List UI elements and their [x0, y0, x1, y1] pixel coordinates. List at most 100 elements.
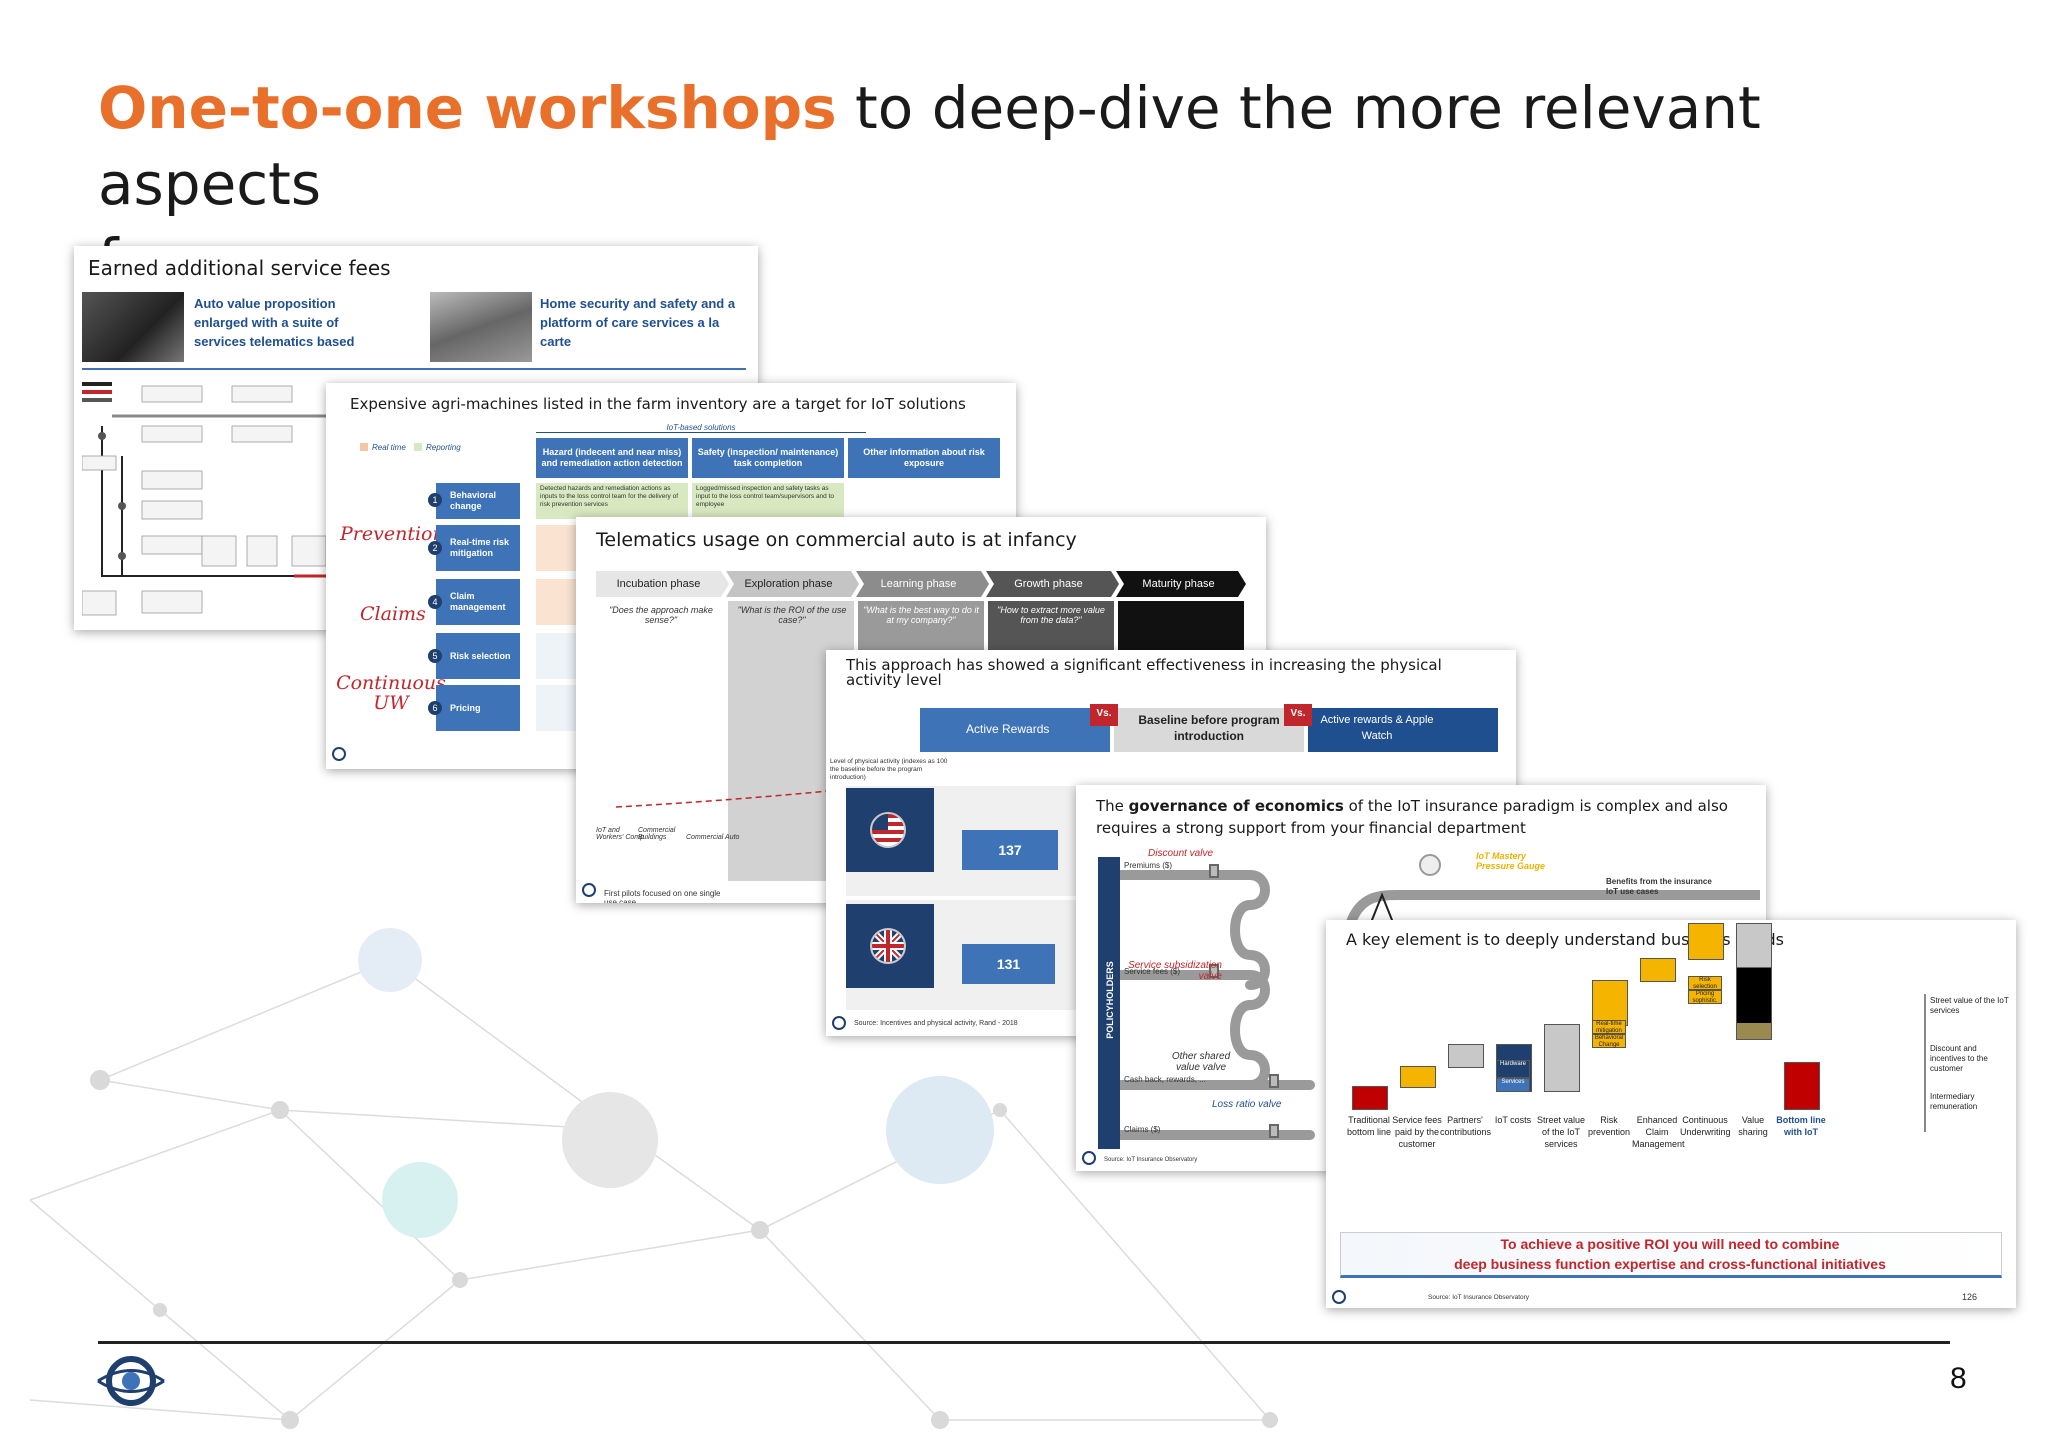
bar-us-label: 137: [998, 842, 1022, 858]
tab-baseline-bg: [1114, 708, 1304, 752]
waterfall-bar: [1736, 923, 1772, 1040]
slide6-title: A key element is to deeply understand bu…: [1346, 930, 1784, 949]
conclusion-line1: To achieve a positive ROI you will need …: [1500, 1236, 1840, 1252]
flow-service-fees: Service fees ($): [1124, 967, 1181, 976]
row-num-1: 1: [428, 493, 442, 507]
waterfall-category-label: Value sharing: [1738, 1115, 1768, 1137]
legend-realtime: Real time: [372, 443, 406, 452]
slide3-title: Telematics usage on commercial auto is a…: [596, 529, 1077, 551]
benefits-label: Benefits from the insurance IoT use case…: [1606, 877, 1712, 896]
us-flag-icon: [870, 812, 906, 848]
page-number: 8: [1950, 1362, 1967, 1395]
row-num-4: 4: [428, 595, 442, 609]
tab-active-rewards: Active Rewards: [966, 722, 1050, 736]
observatory-logo-small: [832, 1016, 846, 1030]
header-safety: Safety (inspection/ maintenance) task co…: [692, 438, 844, 478]
slide1-right-caption: Home security and safety and a platform …: [540, 296, 736, 349]
waterfall-bar: [1400, 1066, 1436, 1088]
bar-uk: 131: [962, 944, 1055, 984]
cell-safety-behavioral: Logged/missed inspection and safety task…: [696, 485, 835, 508]
slide5-source: Source: IoT Insurance Observatory: [1104, 1157, 1198, 1163]
divider: [82, 368, 746, 370]
legend-reporting: Reporting: [426, 443, 461, 452]
label-hardware: Hardware: [1496, 1060, 1530, 1078]
tab-apple-watch: Active rewards & Apple Watch: [1320, 714, 1434, 742]
waterfall-category-label: Continuous Underwriting: [1680, 1115, 1731, 1137]
header-hazard: Hazard (indecent and near miss) and reme…: [536, 438, 688, 478]
waterfall-category-label: Enhanced Claim Management: [1632, 1115, 1685, 1149]
group-continuous-uw: Continuous UW: [336, 672, 446, 714]
slide4-title: This approach has showed a significant e…: [846, 656, 1442, 689]
legend-street-value: Street value of the IoT services: [1930, 996, 2009, 1015]
conclusion-box: [1340, 1232, 2002, 1278]
slide-thumbnail-business-needs: A key element is to deeply understand bu…: [1326, 920, 2016, 1308]
flow-cash-back: Cash back, rewards, ...: [1124, 1075, 1206, 1084]
row-behavioral-change: Behavioral change: [436, 483, 520, 519]
cell-bg-2: [692, 483, 844, 519]
slide5-title: The governance of economics of the IoT i…: [1096, 795, 1756, 839]
slide4-source: Source: Incentives and physical activity…: [854, 1020, 1018, 1027]
iot-solutions-label: IoT-based solutions: [536, 423, 866, 433]
bar-us: 137: [962, 830, 1058, 870]
telematics-flow-diagram: [82, 382, 362, 616]
waterfall-category-label: Bottom line with IoT: [1776, 1115, 1826, 1137]
pipe-diagram: [1120, 854, 1760, 1140]
waterfall-category-label: Street value of the IoT services: [1536, 1115, 1586, 1149]
row-risk-selection: Risk selection: [436, 633, 520, 679]
phase-maturity: Maturity phase: [1142, 578, 1215, 590]
phase-incubation: Incubation phase: [616, 578, 701, 590]
slide2-title: Expensive agri-machines listed in the fa…: [350, 395, 966, 413]
slide6-number: 126: [1962, 1292, 1978, 1302]
axis-note: Level of physical activity (indexes as 1…: [830, 758, 948, 781]
row-num-2: 2: [428, 541, 442, 555]
waterfall-bar: [1544, 1024, 1580, 1093]
quote-growth: "How to extract more value from the data…: [997, 605, 1105, 625]
flow-premiums: Premiums ($): [1124, 861, 1173, 870]
slide1-left-caption: Auto value proposition enlarged with a s…: [194, 296, 355, 349]
policyholders-bar: [1098, 857, 1120, 1149]
row-num-6: 6: [428, 701, 442, 715]
header-other-info: Other information about risk exposure: [848, 438, 1000, 478]
waterfall-bar: [1688, 923, 1724, 961]
legend-intermediary: Intermediary remuneration: [1930, 1092, 1978, 1111]
slide6-source: Source: IoT Insurance Observatory: [1428, 1294, 1530, 1301]
waterfall-category-label: Partners' contributions: [1440, 1115, 1492, 1137]
row-num-5: 5: [428, 649, 442, 663]
car-photo: [82, 292, 184, 362]
observatory-logo-small: [332, 747, 346, 761]
tab-apple-watch-bg: [1308, 708, 1498, 752]
waterfall-category-label: Service fees paid by the customer: [1392, 1115, 1442, 1149]
cell-bg-1: [536, 483, 688, 519]
quote-exploration: "What is the ROI of the use case?": [737, 605, 847, 625]
valve-loss-ratio: Loss ratio valve: [1212, 1099, 1282, 1110]
observatory-logo-small: [582, 883, 596, 897]
phase-growth: Growth phase: [1014, 578, 1083, 590]
waterfall-bar: [1784, 1061, 1820, 1110]
quote-learning: "What is the best way to do it at my com…: [863, 605, 979, 625]
pressure-gauge-label: IoT Mastery Pressure Gauge: [1476, 851, 1546, 871]
cell-hazard-behavioral: Detected hazards and remediation actions…: [540, 485, 679, 508]
label-commercial-buildings: Commercial Buildings: [638, 827, 676, 841]
tab-baseline: Baseline before program introduction: [1138, 713, 1280, 743]
page-title: One-to-one workshops to deep-dive the mo…: [98, 70, 1898, 298]
footer-rule: [98, 1341, 1950, 1344]
tab-active-rewards-bg: [920, 708, 1110, 752]
valve-other-shared: Other shared value valve: [1171, 1051, 1231, 1073]
label-realtime-mitigation: Real-time mitigation: [1592, 1020, 1626, 1034]
bullet-first-pilots: First pilots focused on one single use c…: [604, 889, 721, 903]
legend-bracket: [1924, 994, 1926, 1132]
label-risk-selection: Risk selection: [1688, 976, 1722, 990]
vs-badge-2: Vs.: [1284, 704, 1312, 726]
row-claim-management: Claim management: [436, 579, 520, 625]
label-iot-workers-comp: IoT and Workers' Comp: [596, 827, 645, 841]
legend-realtime-swatch: [360, 443, 368, 451]
valve-discount: Discount valve: [1148, 848, 1214, 859]
group-claims: Claims: [360, 603, 426, 625]
house-photo: [430, 292, 532, 362]
policyholders-label: POLICYHOLDERS: [1105, 961, 1115, 1039]
waterfall-category-label: IoT costs: [1494, 1115, 1532, 1125]
row-realtime-risk: Real-time risk mitigation: [436, 525, 520, 571]
slide1-title: Earned additional service fees: [88, 256, 391, 280]
label-services: Services: [1496, 1078, 1530, 1092]
